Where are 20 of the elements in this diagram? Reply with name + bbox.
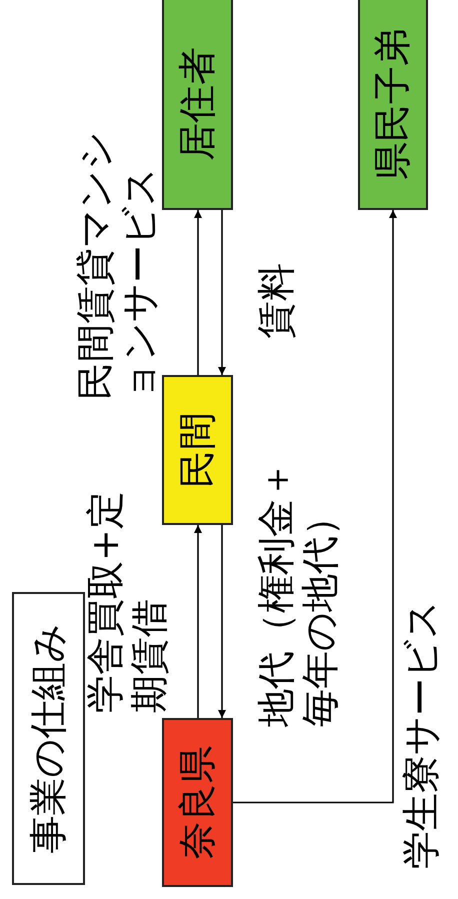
node-label: 奈良県 [176,746,218,860]
node-label: 県民子弟 [372,28,414,180]
node-label: 民間 [176,412,218,488]
arrow [218,525,226,718]
edge-label: 学舎買取+定期賃借 [84,490,172,713]
process-box [358,0,428,210]
process-box [162,375,233,525]
node-label: 事業の仕組み [28,624,70,854]
edge-label: 学生寮サービス [400,599,444,869]
arrow [218,210,226,375]
title-box [12,592,85,885]
arrow [194,210,202,375]
edge-label: 地代（権利金＋毎年の地代） [255,460,342,727]
arrow [194,525,202,718]
edge-label: 民間賃貸マンションサービス [74,130,162,400]
process-box [162,718,233,887]
node-label: 居住者 [176,47,218,161]
edge-label: 賃料 [255,262,299,339]
arrow [233,210,397,804]
process-box [162,0,233,210]
